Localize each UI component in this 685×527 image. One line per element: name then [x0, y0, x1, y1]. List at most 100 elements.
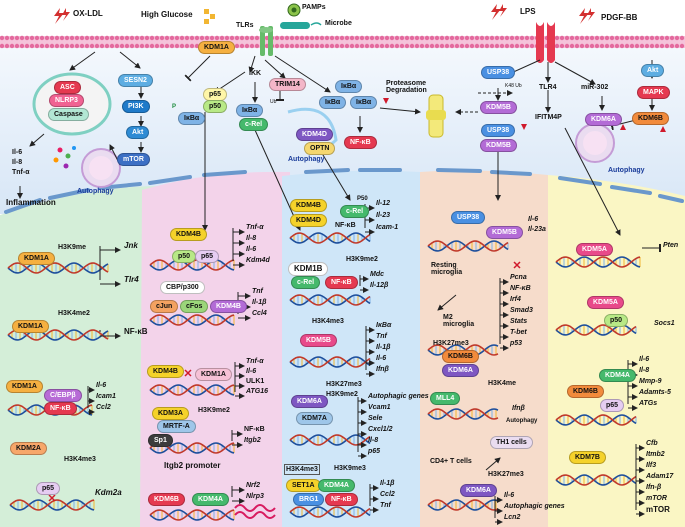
- il8-p5-label: Il-8: [639, 367, 650, 374]
- membrane-lipid-head: [479, 43, 485, 49]
- membrane-lipid-head: [559, 35, 565, 41]
- membrane-lipid-head: [679, 35, 685, 41]
- membrane-lipid-head: [209, 35, 215, 41]
- dna-helix: [149, 314, 235, 326]
- il1b-p3-label: Il-1β: [376, 344, 391, 351]
- kdm4d-upper-node: KDM4D: [296, 128, 333, 141]
- membrane-lipid-head: [399, 35, 405, 41]
- kdm1b-node: KDM1B: [288, 262, 329, 276]
- mapk-node: MAPK: [637, 86, 670, 99]
- kdm6a-upper-node: KDM6A: [585, 113, 622, 126]
- membrane-lipid-head: [484, 43, 490, 49]
- pi3k-node: PI3K: [122, 100, 150, 113]
- membrane-lipid-head: [84, 43, 90, 49]
- set1a-node: SET1A: [286, 479, 321, 492]
- tnfa-p2-label: Tnf-α: [246, 224, 264, 231]
- lightning-icon-pdgf: [579, 8, 595, 24]
- ifnb-p4-label: Ifnβ: [512, 405, 525, 412]
- h3k9me2-p3-label-b: H3K9me2: [326, 391, 358, 398]
- membrane-lipid-head: [154, 43, 160, 49]
- membrane-lipid-head: [34, 35, 40, 41]
- rna-squiggle: [234, 504, 276, 512]
- adamts5-label: Adamts-5: [639, 389, 671, 396]
- membrane-lipid-head: [379, 43, 385, 49]
- membrane-lipid-head: [664, 35, 670, 41]
- membrane-lipid-head: [304, 35, 310, 41]
- membrane-lipid-head: [349, 35, 355, 41]
- mmp9-label: Mmp-9: [639, 378, 662, 385]
- membrane-lipid-head: [184, 35, 190, 41]
- membrane-lipid-head: [579, 43, 585, 49]
- kdm1a-p1-b: KDM1A: [12, 320, 49, 333]
- membrane-lipid-head: [419, 43, 425, 49]
- kdm6a-p4-node: KDM6A: [442, 364, 479, 377]
- membrane-lipid-head: [279, 35, 285, 41]
- membrane-lipid-head: [674, 35, 680, 41]
- membrane-lipid-head: [619, 43, 625, 49]
- kdm6b-upper-node: KDM6B: [632, 112, 669, 125]
- membrane-lipid-head: [504, 43, 510, 49]
- membrane-lipid-head: [274, 35, 280, 41]
- membrane-lipid-head: [0, 43, 5, 49]
- membrane-lipid-head: [654, 43, 660, 49]
- mir302-label: miR-302: [581, 84, 609, 91]
- ilf3-label: Ilf3: [646, 462, 657, 469]
- membrane-lipid-head: [399, 43, 405, 49]
- membrane-lipid-head: [474, 43, 480, 49]
- membrane-lipid-head: [29, 43, 35, 49]
- kdm5b-p3-node: KDM5B: [300, 334, 337, 347]
- membrane-lipid-head: [79, 35, 85, 41]
- h3k4me-p4-label: H3K4me: [488, 380, 517, 387]
- membrane-lipid-head: [669, 43, 675, 49]
- membrane-lipid-head: [359, 35, 365, 41]
- membrane-lipid-head: [464, 35, 470, 41]
- h3k9me2-p2-label: H3K9me2: [198, 407, 230, 414]
- membrane-lipid-head: [604, 35, 610, 41]
- smad3-label: Smad3: [510, 307, 533, 314]
- microbe-label: Microbe: [325, 20, 352, 27]
- ikba-mid-node: IκBα: [236, 104, 264, 117]
- lps-receptor: [536, 22, 555, 63]
- tlrs-label: TLRs: [236, 22, 254, 29]
- mdc-label: Mdc: [370, 271, 384, 278]
- nfkb-p3-label: NF-κB: [335, 222, 356, 229]
- membrane-lipid-head: [104, 35, 110, 41]
- membrane-lipid-head: [444, 35, 450, 41]
- kdm5b-p4-node: KDM5B: [486, 226, 523, 239]
- tnfa-upper-label: Tnf-α: [12, 169, 30, 176]
- kdm2a-gene-label: Kdm2a: [95, 488, 122, 497]
- proteasome-label: Proteasome Degradation: [386, 80, 427, 94]
- membrane-lipid-head: [64, 35, 70, 41]
- membrane-lipid-head: [214, 35, 220, 41]
- membrane-lipid-head: [414, 35, 420, 41]
- kdm4a-p3-node: KDM4A: [318, 479, 355, 492]
- membrane-lipid-head: [9, 43, 15, 49]
- pamps-label: PAMPs: [302, 4, 326, 11]
- membrane-lipid-head: [644, 35, 650, 41]
- h3k27me3-p3-label: H3K27me3: [326, 381, 362, 388]
- resting-microglia-label: Resting microglia: [431, 262, 463, 276]
- kdm1a-upper-node: KDM1A: [198, 41, 235, 54]
- cebpb-node: C/EBPβ: [44, 389, 82, 402]
- membrane-lipid-head: [99, 35, 105, 41]
- membrane-lipid-head: [274, 43, 280, 49]
- membrane-lipid-head: [14, 35, 20, 41]
- ub-mark-1: Ub: [270, 99, 277, 105]
- il6-p4-label-b: Il-6: [504, 492, 515, 499]
- membrane-lipid-head: [234, 35, 240, 41]
- panel-1-bg: [0, 185, 165, 527]
- membrane-lipid-head: [514, 43, 520, 49]
- membrane-lipid-head: [629, 43, 635, 49]
- cbp-p300-node: CBP/p300: [160, 281, 205, 294]
- membrane-lipid-head: [624, 35, 630, 41]
- membrane-lipid-head: [629, 35, 635, 41]
- il23-label: Il-23: [376, 212, 391, 219]
- membrane-lipid-head: [424, 43, 430, 49]
- membrane-lipid-head: [164, 35, 170, 41]
- pten-label: Pten: [663, 242, 679, 249]
- dna-helix: [9, 499, 95, 511]
- membrane-lipid-head: [499, 43, 505, 49]
- membrane-lipid-head: [244, 35, 250, 41]
- membrane-lipid-head: [409, 35, 415, 41]
